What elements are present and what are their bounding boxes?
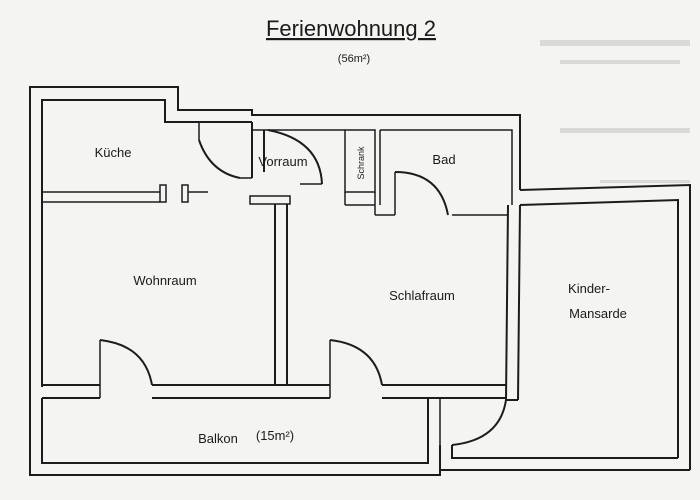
room-label-bedroom: Schlafraum [389, 288, 455, 303]
bath-door-arc [394, 171, 449, 216]
hall-door-arc [267, 129, 323, 185]
room-label-kids-line2: Mansarde [569, 306, 627, 321]
bleed-through-marks [540, 40, 690, 183]
living-balcony-door-arc [99, 339, 153, 386]
room-label-closet: Schrank [356, 146, 366, 180]
room-label-living: Wohnraum [133, 273, 196, 288]
living-walls [42, 204, 507, 446]
room-label-hall: Vorraum [258, 154, 307, 169]
balcony-walls [29, 385, 441, 476]
kids-room-door-arc [451, 399, 507, 446]
kitchen-walls [42, 122, 252, 203]
closet-outline [344, 129, 376, 193]
room-label-balcony: Balkon [198, 431, 238, 446]
room-label-bath: Bad [432, 152, 455, 167]
kitchen-door-arc [198, 139, 241, 179]
bedroom-balcony-door-arc [329, 339, 383, 386]
plan-area: (56m²) [338, 53, 370, 65]
room-label-balcony-area: (15m²) [256, 428, 294, 443]
room-label-kids-line1: Kinder- [568, 281, 610, 296]
hall-walls [249, 122, 513, 216]
plan-title: Ferienwohnung 2 [266, 16, 436, 41]
room-label-kitchen: Küche [95, 145, 132, 160]
